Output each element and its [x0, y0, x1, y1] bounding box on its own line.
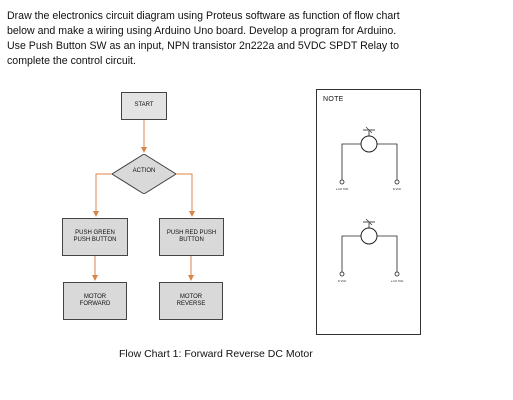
motor-icon	[360, 135, 378, 153]
motor-wiring-diagram-reverse: 0 Vdc +12 Vdc	[338, 218, 404, 283]
terminal-icon	[394, 271, 400, 277]
motor-wiring-diagram-forward: +12 Vdc 0 Vdc	[336, 126, 402, 191]
terminal-icon	[394, 179, 400, 185]
question-line: Use Push Button SW as an input, NPN tran…	[7, 40, 399, 52]
flow-start-box: START	[121, 92, 167, 120]
note-panel: NOTE +12 Vdc 0 Vdc 0 Vdc +12 Vdc	[316, 89, 421, 335]
question-line: complete the control circuit.	[7, 55, 136, 67]
note-title: NOTE	[323, 96, 344, 103]
flow-push-red-box: PUSH RED PUSH BUTTON	[159, 218, 224, 256]
flow-motor-reverse-box: MOTOR REVERSE	[159, 282, 223, 320]
flow-motor-reverse-line: REVERSE	[176, 301, 206, 307]
flow-motor-forward-box: MOTOR FORWARD	[63, 282, 127, 320]
question-line: Draw the electronics circuit diagram usi…	[7, 10, 400, 22]
flow-action-label: ACTION	[132, 168, 156, 174]
question-text: Draw the electronics circuit diagram usi…	[7, 9, 507, 69]
terminal-icon	[339, 271, 345, 277]
terminal-icon	[339, 179, 345, 185]
flow-start-label: START	[134, 102, 154, 109]
flow-push-red-line: PUSH RED PUSH	[166, 229, 217, 236]
relay2-left-label: 0 Vdc	[338, 279, 347, 283]
flow-push-green-line: PUSH GREEN	[75, 229, 115, 236]
flow-push-red-line: BUTTON	[179, 237, 204, 243]
question-line: below and make a wiring using Arduino Un…	[7, 25, 397, 37]
relay1-left-label: +12 Vdc	[336, 187, 349, 191]
flow-motor-forward-line: FORWARD	[79, 301, 111, 307]
motor-icon	[360, 227, 378, 245]
flow-action-decision	[112, 154, 176, 194]
flow-motor-forward-line: MOTOR	[83, 293, 107, 300]
arrow-action-to-green	[93, 173, 112, 217]
relay2-right-label: +12 Vdc	[391, 279, 404, 283]
flow-push-green-box: PUSH GREEN PUSH BUTTON	[62, 218, 128, 256]
relay1-right-label: 0 Vdc	[393, 187, 402, 191]
flow-push-green-line: PUSH BUTTON	[73, 237, 117, 243]
flow-motor-reverse-line: MOTOR	[179, 293, 203, 300]
figure-caption: Flow Chart 1: Forward Reverse DC Motor	[119, 348, 313, 360]
arrow-action-to-red	[176, 173, 195, 217]
